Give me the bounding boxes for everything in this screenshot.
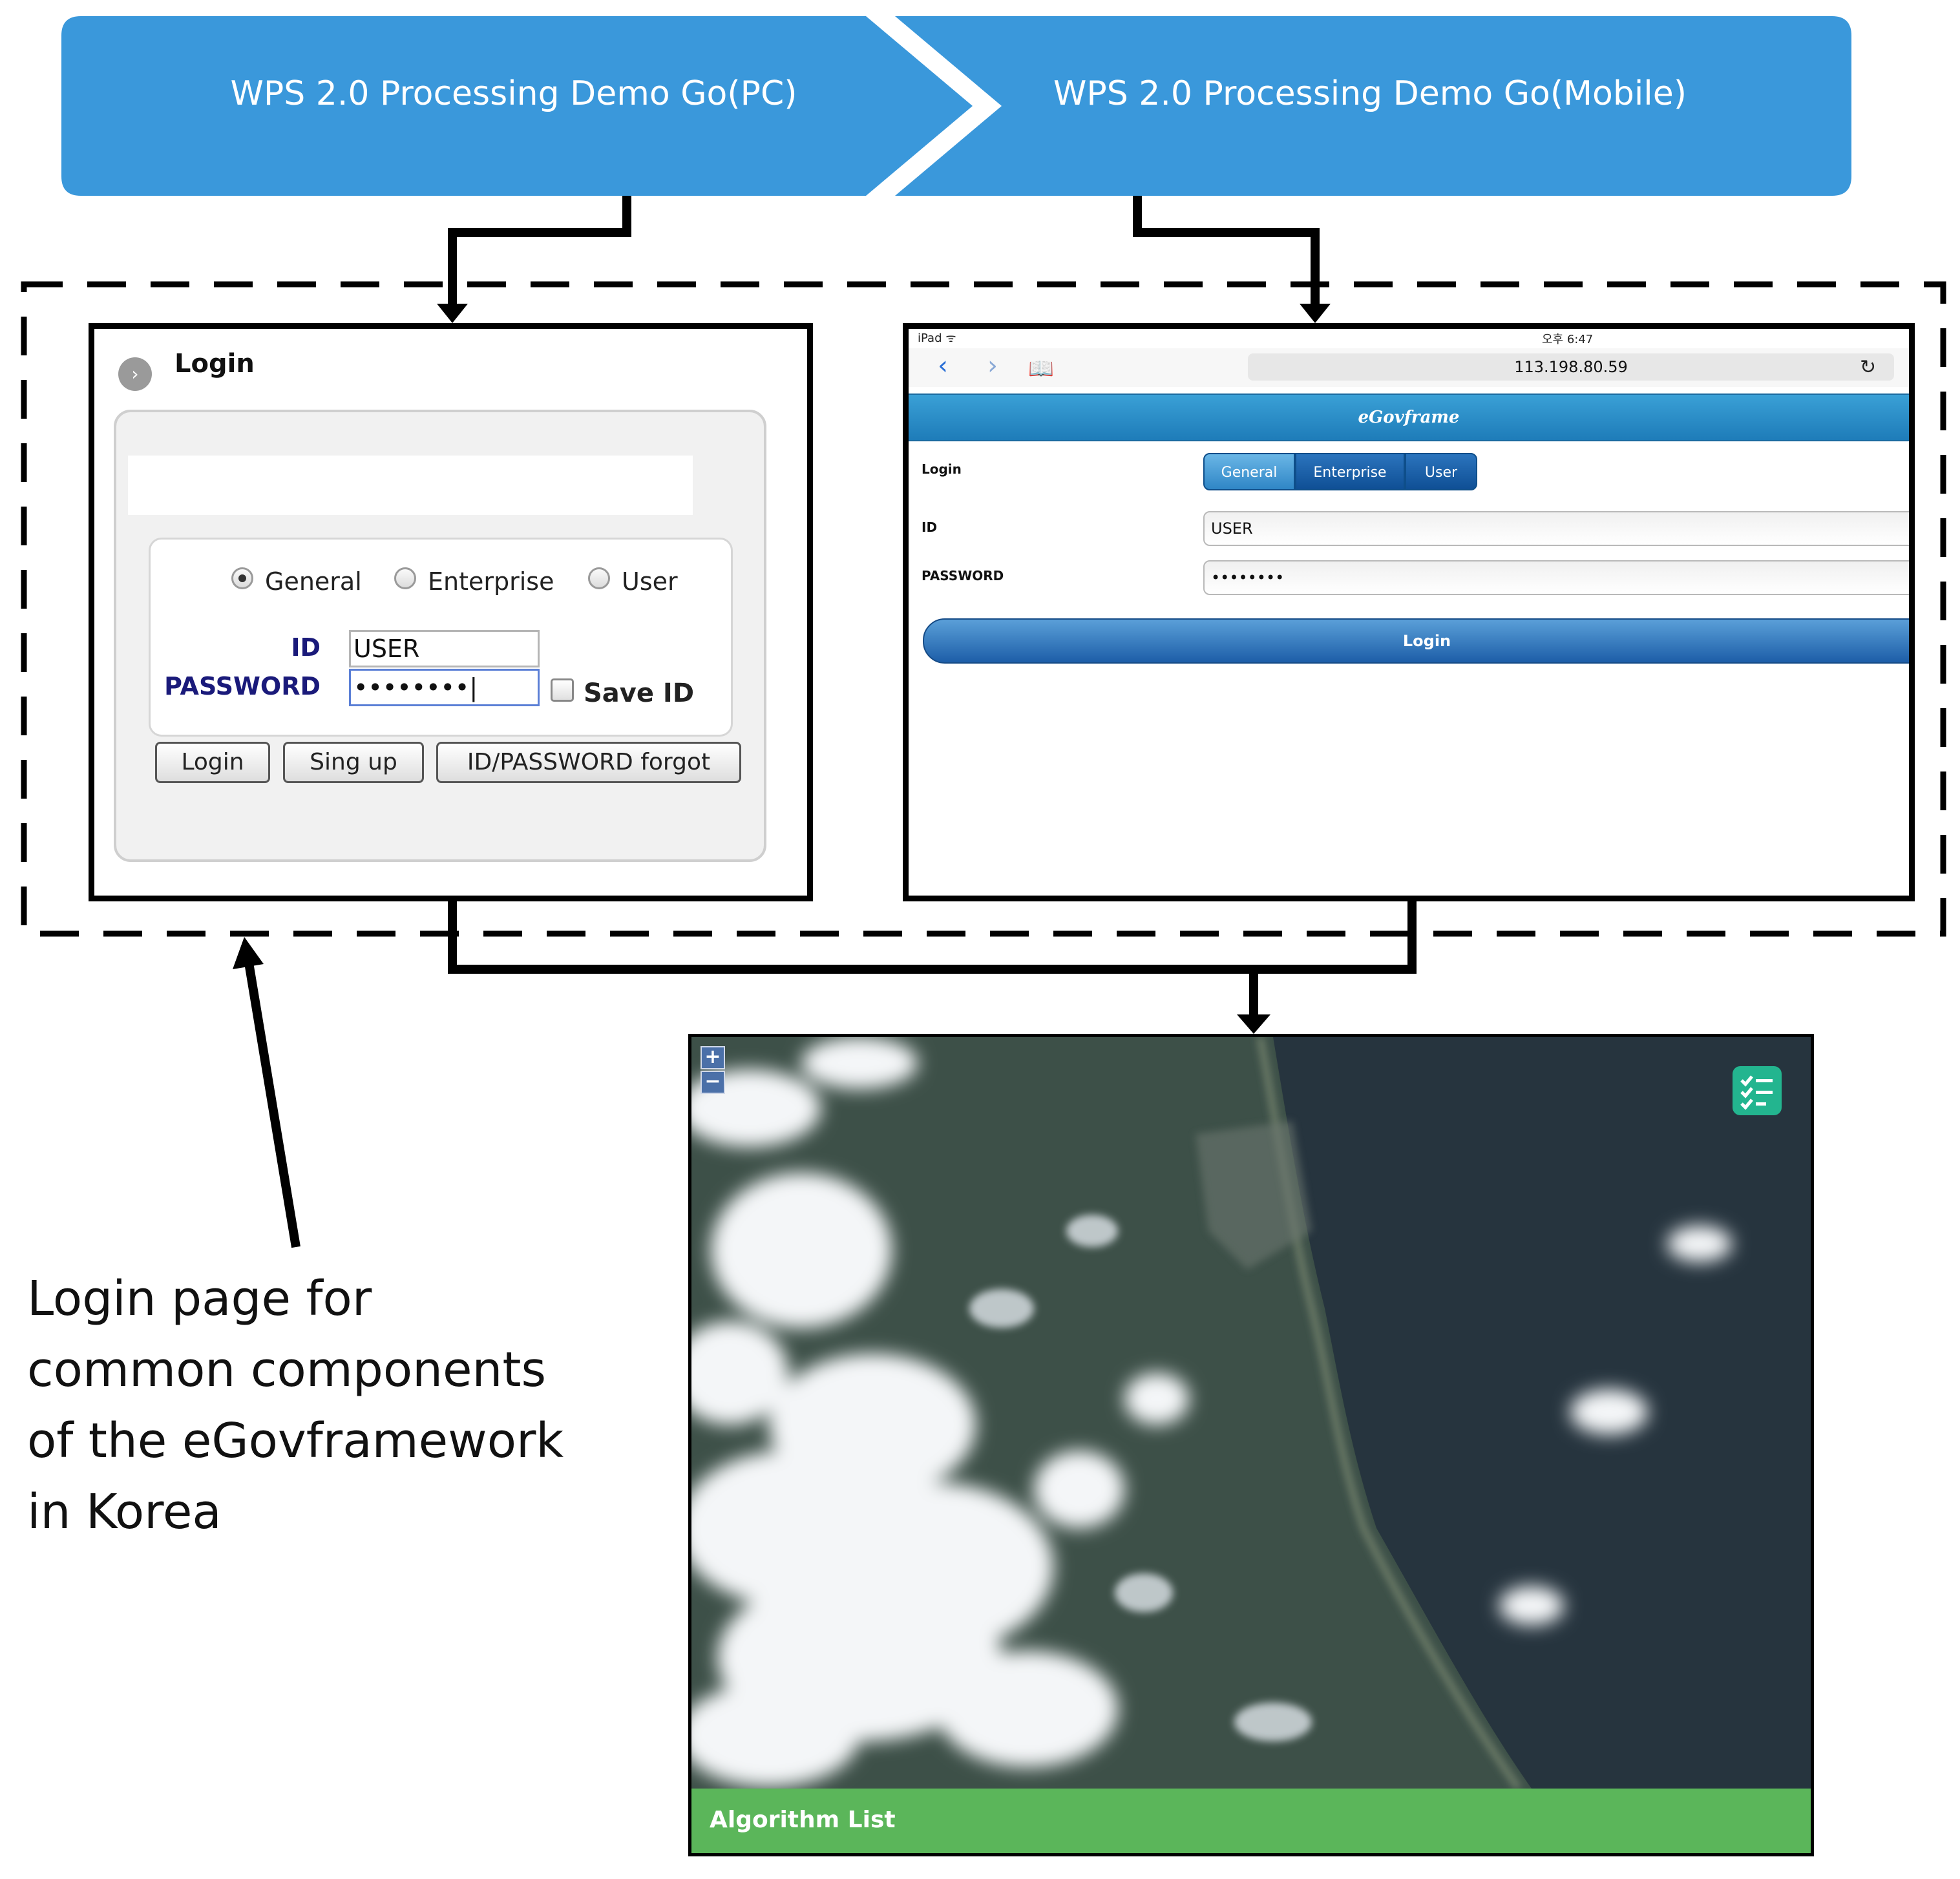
save-id-checkbox[interactable] (551, 678, 574, 702)
zoom-in-button[interactable]: + (701, 1046, 725, 1069)
forward-icon[interactable]: › (987, 351, 998, 381)
connector-pc (448, 196, 631, 307)
top-banner (61, 16, 1851, 196)
connector-mobile (1133, 196, 1320, 307)
bookmarks-icon[interactable]: 📖 (1028, 356, 1054, 381)
login-bullet-icon: › (118, 357, 152, 391)
mobile-password-label: PASSWORD (922, 568, 1004, 583)
zoom-out-button[interactable]: − (701, 1071, 725, 1094)
mobile-password-input[interactable]: •••••••• (1203, 560, 1909, 595)
back-icon[interactable]: ‹ (938, 351, 948, 381)
radio-enterprise[interactable] (394, 567, 416, 589)
pc-password-input[interactable]: ••••••••| (349, 669, 540, 706)
caption-line: in Korea (27, 1484, 222, 1540)
save-id-label: Save ID (584, 678, 695, 708)
caption-text: Login page for common components of the … (27, 1263, 648, 1548)
pc-forgot-button[interactable]: ID/PASSWORD forgot (436, 742, 741, 783)
checklist-tool-icon[interactable] (1733, 1066, 1782, 1115)
mobile-login-panel: iPad ᯤ 오후 6:47 ‹ › 📖 113.198.80.59 ↻ eGo… (903, 323, 1915, 901)
segment-user[interactable]: User (1405, 453, 1477, 490)
pc-login-message-area (128, 456, 693, 515)
radio-general[interactable] (231, 567, 253, 589)
mobile-url-field[interactable]: 113.198.80.59 (1248, 353, 1894, 381)
algorithm-list-bar[interactable]: Algorithm List (691, 1789, 1811, 1853)
caption-line: Login page for (27, 1271, 372, 1327)
radio-general-label: General (265, 567, 362, 596)
pc-signup-button[interactable]: Sing up (283, 742, 424, 783)
pc-password-label: PASSWORD (164, 672, 321, 700)
mobile-login-button[interactable]: Login (923, 618, 1909, 664)
pc-login-title: Login (174, 349, 255, 379)
mobile-login-label: Login (922, 461, 962, 477)
banner-mobile-shape[interactable] (895, 16, 1851, 196)
mobile-id-label: ID (922, 520, 938, 535)
mobile-app-header: eGovframe (909, 394, 1909, 441)
mobile-status-device: iPad ᯤ (918, 331, 956, 345)
caption-line: common components (27, 1342, 547, 1398)
banner-mobile-label[interactable]: WPS 2.0 Processing Demo Go(Mobile) (1053, 74, 1687, 113)
connector-merge (448, 901, 1417, 974)
banner-pc-label[interactable]: WPS 2.0 Processing Demo Go(PC) (230, 74, 797, 113)
algorithm-list-label: Algorithm List (710, 1807, 896, 1833)
mobile-browser-bar: ‹ › 📖 113.198.80.59 ↻ (909, 348, 1909, 387)
radio-user[interactable] (588, 567, 610, 589)
caption-arrow (244, 961, 300, 1248)
banner-pc-shape[interactable] (61, 16, 973, 196)
satellite-map-view[interactable]: + − Algorithm List (688, 1034, 1814, 1856)
egovframe-logo: eGovframe (1358, 408, 1460, 427)
segment-enterprise[interactable]: Enterprise (1295, 453, 1405, 490)
caption-line: of the eGovframework (27, 1413, 564, 1469)
satellite-image (691, 1037, 1811, 1789)
mobile-id-input[interactable]: USER (1203, 511, 1909, 546)
reload-icon[interactable]: ↻ (1860, 356, 1877, 379)
pc-id-input[interactable]: USER (349, 630, 540, 667)
pc-login-button[interactable]: Login (155, 742, 270, 783)
radio-enterprise-label: Enterprise (428, 567, 554, 596)
mobile-status-bar: iPad ᯤ 오후 6:47 (909, 329, 1909, 348)
segment-general[interactable]: General (1203, 453, 1295, 490)
radio-user-label: User (622, 567, 678, 596)
mobile-status-time: 오후 6:47 (1542, 333, 1594, 346)
pc-id-label: ID (291, 633, 321, 662)
